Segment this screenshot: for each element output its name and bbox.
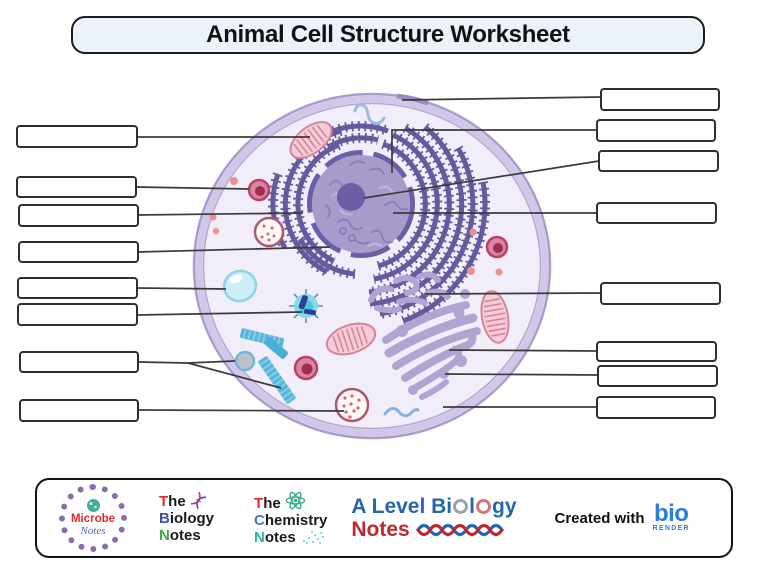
label-box-right-5[interactable]	[600, 282, 721, 305]
golgi-apparatus	[382, 289, 481, 400]
label-box-left-5[interactable]	[17, 277, 138, 299]
cytoskeleton-filament	[383, 407, 420, 418]
brand-letter: B	[159, 510, 170, 527]
brand-text: otes	[264, 529, 296, 546]
the-biology-notes-logo: The Biology Notes	[159, 492, 214, 544]
lysosome	[293, 355, 319, 381]
label-box-right-3[interactable]	[598, 150, 719, 172]
label-box-left-2[interactable]	[16, 176, 137, 198]
brand-text: iology	[169, 510, 215, 527]
biorender-bio: bio	[653, 499, 689, 527]
cytoskeleton-rod	[263, 337, 289, 359]
mitochondrion	[480, 290, 510, 344]
peroxisome	[334, 387, 370, 423]
brand-text: he	[263, 495, 281, 512]
sparkle-dots-icon	[302, 531, 324, 544]
brand-text: hemistry	[264, 512, 328, 529]
brand-text: he	[168, 493, 186, 510]
the-chemistry-notes-logo: The Chemistry Notes	[254, 490, 327, 546]
label-boxes-left	[16, 125, 139, 422]
worksheet-title-box: Animal Cell Structure Worksheet	[71, 16, 705, 54]
brand-text: l	[469, 495, 475, 518]
atom-icon	[285, 491, 305, 510]
lysosome	[485, 235, 509, 259]
lysosome	[247, 178, 271, 202]
microbe-sub: Notes	[80, 525, 106, 537]
brand-letter: N	[254, 529, 265, 546]
biorender-render: RENDER	[652, 524, 690, 532]
cytoskeleton-rod	[258, 356, 296, 404]
label-box-right-8[interactable]	[596, 396, 716, 419]
centrosome	[289, 289, 323, 323]
page-title: Animal Cell Structure Worksheet	[206, 21, 570, 48]
label-box-left-3[interactable]	[18, 204, 139, 227]
cell-membrane	[192, 92, 552, 440]
brand-letter: C	[254, 512, 265, 529]
brand-letter: T	[159, 493, 169, 510]
label-box-left-7[interactable]	[19, 351, 139, 373]
label-box-right-2[interactable]	[596, 119, 716, 142]
brand-text: Notes	[351, 518, 410, 541]
microbe-icon	[86, 499, 100, 512]
label-box-left-4[interactable]	[18, 241, 139, 263]
created-with-text: Created with	[554, 509, 645, 527]
label-box-right-4[interactable]	[596, 202, 717, 224]
dna-icon	[190, 492, 206, 509]
nuclear-envelope	[307, 150, 415, 258]
brand-letter: T	[254, 495, 264, 512]
label-box-right-6[interactable]	[596, 341, 717, 362]
label-box-right-1[interactable]	[600, 88, 720, 111]
microbe-notes-logo: Microbe Notes	[59, 484, 127, 552]
chromatin	[325, 160, 408, 247]
dna-wave-icon	[416, 523, 504, 536]
o-ring-icon	[453, 499, 469, 514]
label-box-left-1[interactable]	[16, 125, 138, 148]
label-boxes-right	[596, 88, 721, 419]
microbe-name: Microbe	[70, 513, 116, 525]
mitochondrion	[325, 322, 377, 356]
vesicle	[234, 350, 256, 372]
cytoskeleton-filament	[353, 103, 386, 125]
label-box-left-8[interactable]	[19, 399, 139, 422]
footer-bar: Microbe Notes The Biology Notes The Chem…	[35, 478, 733, 558]
leader-lines	[135, 96, 602, 412]
brand-text: otes	[169, 527, 201, 544]
biorender-logo: bio RENDER	[652, 499, 690, 533]
label-box-right-7[interactable]	[597, 365, 718, 387]
nucleus	[307, 150, 415, 258]
vesicle	[222, 269, 258, 303]
brand-text: A Level Bi	[351, 495, 453, 518]
smooth-er	[368, 271, 450, 314]
nucleolus	[337, 183, 365, 211]
peroxisome	[253, 216, 285, 248]
ribosome-dot	[209, 177, 503, 276]
o-ring-icon	[476, 499, 491, 514]
brand-text: gy	[492, 495, 517, 518]
brand-letter: N	[159, 527, 170, 544]
label-box-left-6[interactable]	[17, 303, 138, 326]
